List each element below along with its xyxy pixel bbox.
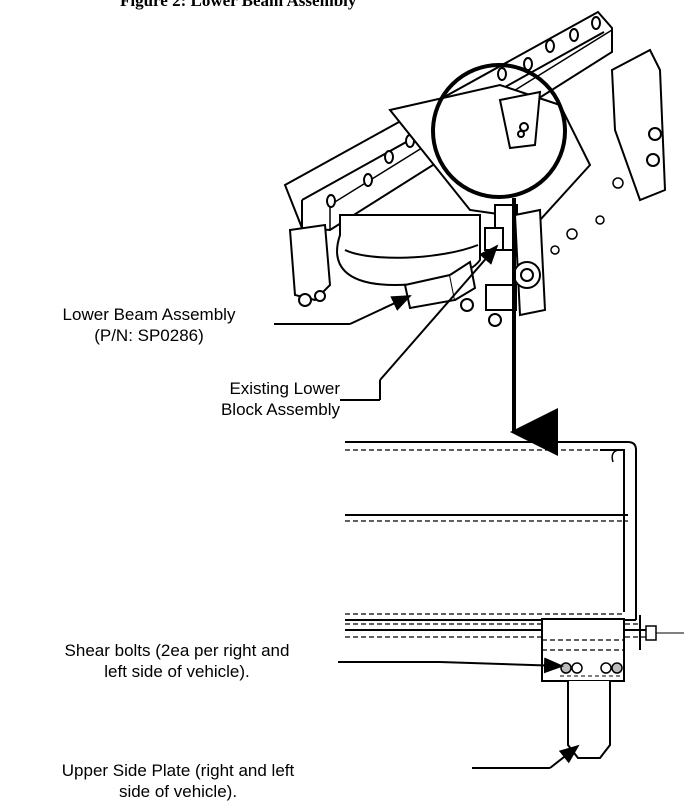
label-shear-bolts-line1: Shear bolts (2ea per right and [64,641,290,660]
figure-title: Figure 2: Lower Beam Assembly [120,0,357,10]
label-lower-beam-line2: (P/N: SP0286) [94,326,204,345]
spring-hanger [288,223,332,307]
label-existing-block-line2: Block Assembly [220,400,340,419]
air-spring [336,83,592,287]
label-upper-side-plate: Upper Side Plate (right and left side of… [8,760,348,802]
block-assembly [460,204,547,327]
detail-plate [498,90,542,150]
label-lower-beam: Lower Beam Assembly (P/N: SP0286) [20,304,278,346]
misc-bolts [550,177,624,255]
leader-lines [274,244,580,769]
frame-section [345,441,684,650]
label-lower-beam-line1: Lower Beam Assembly [62,305,236,324]
label-upper-side-plate-line1: Upper Side Plate (right and left [61,761,295,780]
cross-member [610,48,667,202]
label-existing-block-line1: Existing Lower [229,379,340,398]
upper-side-plate [541,618,625,759]
label-shear-bolts-line2: left side of vehicle). [104,662,250,681]
detail-circle [431,63,567,199]
label-upper-side-plate-line2: side of vehicle). [118,782,238,801]
label-existing-block: Existing Lower Block Assembly [160,378,340,420]
lower-beam-part [403,260,477,310]
label-shear-bolts: Shear bolts (2ea per right and left side… [12,640,342,682]
